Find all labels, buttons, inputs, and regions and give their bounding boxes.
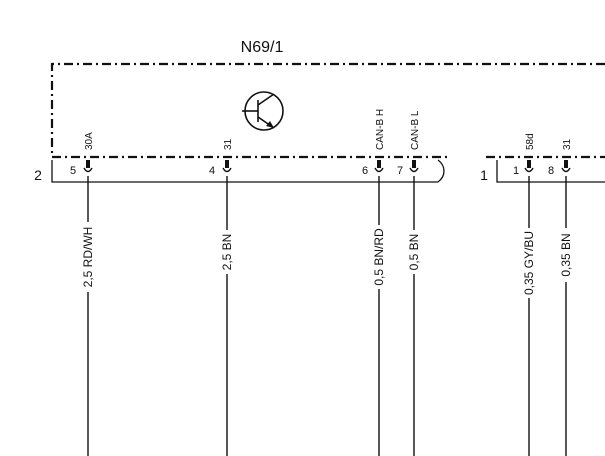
pin-signal: 31 (223, 138, 234, 150)
pin-1: 1 58d 0,35 GY/BU (513, 133, 537, 456)
connector-body-2 (51, 159, 445, 183)
wire-label: 0,5 BN (407, 234, 421, 271)
pin-number: 4 (209, 165, 215, 177)
wire-label: 0,5 BN/RD (372, 228, 386, 286)
wire-label-bg (219, 230, 235, 274)
pin-number: 7 (397, 165, 403, 177)
pin-8: 8 31 0,35 BN (548, 138, 574, 456)
wire-label: 0,35 BN (559, 233, 573, 276)
wire-label: 2,5 RD/WH (81, 227, 95, 288)
pin-7: 7 CAN-B L 0,5 BN (397, 110, 422, 456)
wire-label: 2,5 BN (220, 234, 234, 271)
pin-number: 5 (70, 165, 76, 177)
connector-label-2: 2 (34, 167, 42, 183)
pin-signal: 30A (84, 132, 95, 150)
pin-5: 5 30A 2,5 RD/WH (70, 132, 96, 456)
module-title: N69/1 (241, 39, 284, 56)
pin-signal: CAN-B H (375, 109, 386, 150)
wire-label-bg (521, 228, 537, 298)
wire-label-bg (406, 230, 422, 274)
pin-number: 6 (362, 165, 368, 177)
module-boundary (50, 62, 605, 159)
transistor-icon (242, 91, 284, 131)
pin-number: 8 (548, 165, 554, 177)
pin-signal: 58d (525, 133, 536, 150)
pin-number: 1 (513, 165, 519, 177)
connector-label-1: 1 (480, 167, 488, 183)
wire-label-bg (371, 225, 387, 289)
pin-6: 6 CAN-B H 0,5 BN/RD (362, 109, 387, 456)
connector-body-1 (496, 160, 605, 183)
wire-label: 0,35 GY/BU (522, 231, 536, 295)
pin-4: 4 31 2,5 BN (209, 138, 235, 456)
pin-signal: CAN-B L (410, 110, 421, 150)
pin-signal: 31 (562, 138, 573, 150)
wire-label-bg (80, 222, 96, 292)
wire-label-bg (558, 228, 574, 282)
